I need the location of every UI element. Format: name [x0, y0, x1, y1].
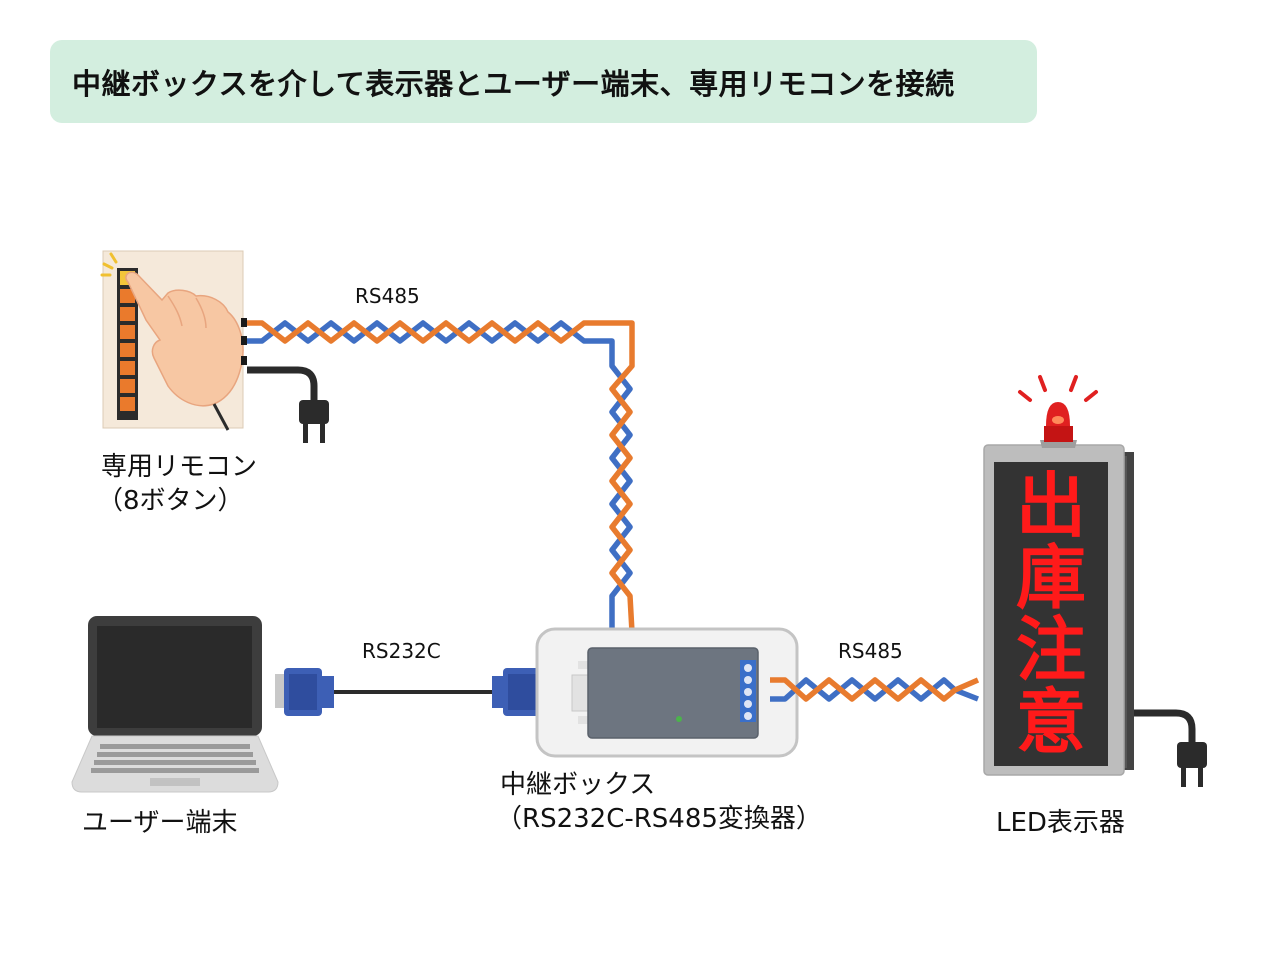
relay-box-label: 中継ボックス （RS232C-RS485変換器）	[496, 768, 822, 836]
led-char-3: 注	[1016, 609, 1086, 691]
remote-button-4[interactable]	[120, 325, 135, 339]
remote-controller	[100, 250, 247, 431]
relay-box	[535, 627, 799, 758]
remote-button-2[interactable]	[120, 289, 135, 303]
led-display-label-line1: LED表示器	[996, 808, 1125, 838]
led-char-1: 出	[1016, 465, 1086, 547]
pointing-hand-icon	[125, 271, 244, 431]
terminal-block	[740, 660, 756, 722]
rs232c-cable	[275, 668, 553, 716]
remote-label: 専用リモコン （8ボタン）	[97, 450, 258, 518]
led-screen-text: 出 庫 注 意	[994, 470, 1108, 758]
power-plug-icon	[1177, 742, 1207, 787]
db9-connector-icon	[284, 668, 334, 716]
title-banner: 中継ボックスを介して表示器とユーザー端末、専用リモコンを接続	[50, 40, 1037, 123]
press-spark-icon	[100, 252, 118, 277]
remote-terminal-pins	[241, 318, 247, 365]
led-display	[983, 375, 1134, 776]
remote-power-cable	[247, 366, 329, 443]
status-led	[676, 716, 682, 722]
led-display-label: LED表示器	[996, 806, 1125, 840]
rs232c-label: RS232C	[362, 639, 441, 663]
diagram-title: 中継ボックスを介して表示器とユーザー端末、専用リモコンを接続	[72, 66, 955, 101]
remote-label-line1: 専用リモコン	[101, 452, 258, 482]
user-terminal-label: ユーザー端末	[82, 806, 237, 840]
laptop-icon	[71, 616, 279, 793]
rs485-cable-display	[770, 677, 980, 702]
warning-beacon-icon	[1018, 375, 1098, 448]
display-power-cable	[1134, 709, 1207, 787]
remote-button-8[interactable]	[120, 397, 135, 411]
relay-box-label-line2: （RS232C-RS485変換器）	[496, 804, 822, 834]
user-terminal-label-line1: ユーザー端末	[82, 808, 238, 838]
led-char-4: 意	[1016, 681, 1086, 763]
led-char-2: 庫	[1016, 537, 1086, 619]
remote-button-6[interactable]	[120, 361, 135, 375]
relay-box-label-line1: 中継ボックス	[500, 770, 656, 800]
power-plug-icon	[299, 400, 329, 443]
db9-connector-icon	[492, 668, 543, 716]
remote-label-line2: （8ボタン）	[97, 486, 244, 516]
remote-button-5[interactable]	[120, 343, 135, 357]
remote-button-3[interactable]	[120, 307, 135, 321]
rs485-display-label: RS485	[838, 639, 903, 663]
remote-button-7[interactable]	[120, 379, 135, 393]
rs485-remote-label: RS485	[355, 284, 420, 308]
rs485-cable-remote	[247, 320, 635, 633]
